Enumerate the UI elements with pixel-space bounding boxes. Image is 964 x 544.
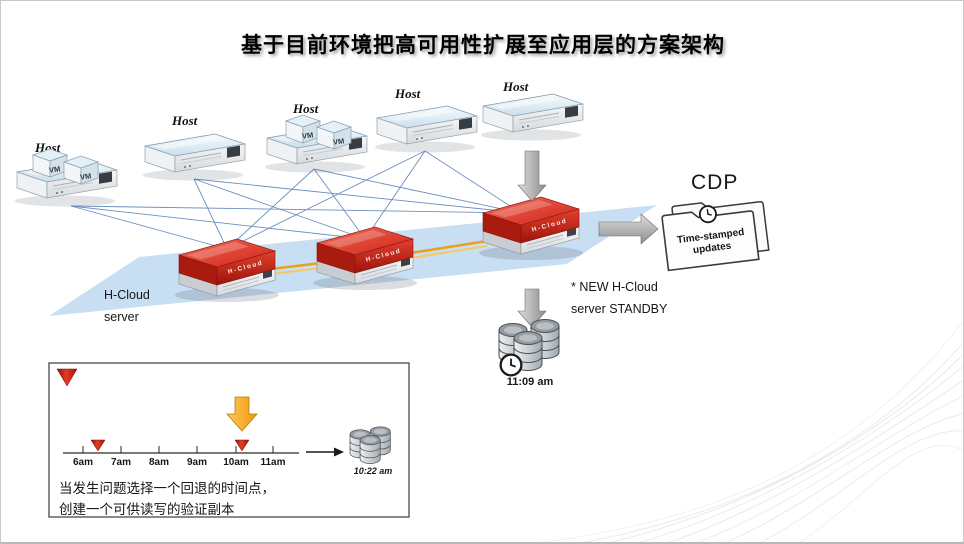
timeline-panel-frame (48, 362, 410, 518)
host-2-label: Host (171, 113, 198, 128)
vm-label: VM (301, 130, 313, 140)
vm-label: VM (332, 136, 344, 146)
folder-front-icon (661, 210, 760, 272)
host-2: Host (142, 113, 246, 182)
tick-label-7am: 7am (111, 457, 131, 468)
standby-note-line1: * NEW H-Cloud (571, 280, 658, 294)
cdp-title: CDP (691, 171, 738, 194)
clock-icon (499, 353, 523, 377)
vm-cube: VM (316, 120, 352, 150)
clock-icon (698, 204, 718, 225)
vm-cube: VM (63, 155, 99, 185)
hcloud-server-caption-line1: H-Cloud (104, 288, 150, 302)
arrow-to-snapshot (306, 447, 344, 457)
corner-marker-icon (56, 368, 78, 387)
timeline-caption-line1: 当发生问题选择一个回退的时间点， (59, 481, 275, 496)
tick-label-6am: 6am (73, 457, 93, 468)
tick-label-8am: 8am (149, 457, 169, 468)
tick-label-10am: 10am (223, 457, 249, 468)
host-4: Host (374, 86, 478, 154)
diagram-title: 基于目前环境把高可用性扩展至应用层的方案架构 (241, 33, 725, 57)
tick-label-11am: 11am (260, 457, 285, 468)
host-5: Host (480, 79, 584, 142)
replication-cables (270, 239, 488, 275)
hcloud-server-1: H-Cloud (174, 238, 280, 303)
host-4-label: Host (394, 86, 421, 101)
vm-label: VM (48, 164, 60, 174)
host-1: Host VM VM (14, 140, 118, 208)
vm-cube: VM (285, 114, 321, 144)
down-arrow-server-to-db (517, 288, 547, 328)
cdp-folders: Time-stamped updates (661, 200, 770, 272)
vm-label: VM (79, 171, 91, 181)
timeline-axis (63, 446, 299, 454)
host-5-label: Host (502, 79, 529, 94)
background-swirls (540, 320, 963, 542)
timeline-panel: 6am 7am 8am 9am 10am 11am 10:22 am 当发生问题… (48, 362, 410, 518)
vm-cube: VM (32, 148, 68, 178)
host-3: Host VM VM (264, 101, 368, 174)
database-cluster: 11:09 am (498, 319, 560, 388)
snapshot-time-small: 10:22 am (354, 466, 393, 476)
down-arrow-host-to-server (517, 150, 547, 202)
timeline-caption-line2: 创建一个可供读写的验证副本 (59, 502, 235, 517)
orange-down-arrow-icon (226, 396, 258, 432)
hcloud-server-3: H-Cloud (478, 196, 584, 261)
snapshot-time-main: 11:09 am (507, 376, 554, 388)
folder-caption-line2: updates (692, 241, 732, 257)
database-cylinder (359, 435, 381, 464)
standby-note-line2: server STANDBY (571, 302, 668, 316)
connection-lines (70, 150, 522, 250)
restore-point-marker-1 (90, 439, 106, 452)
hcloud-server-2: H-Cloud (312, 226, 418, 291)
right-arrow-server-to-cdp (598, 213, 659, 245)
restore-point-marker-2 (234, 439, 250, 452)
hcloud-server-caption-line2: server (104, 310, 139, 324)
tick-label-9am: 9am (187, 457, 207, 468)
host-3-label: Host (292, 101, 319, 116)
